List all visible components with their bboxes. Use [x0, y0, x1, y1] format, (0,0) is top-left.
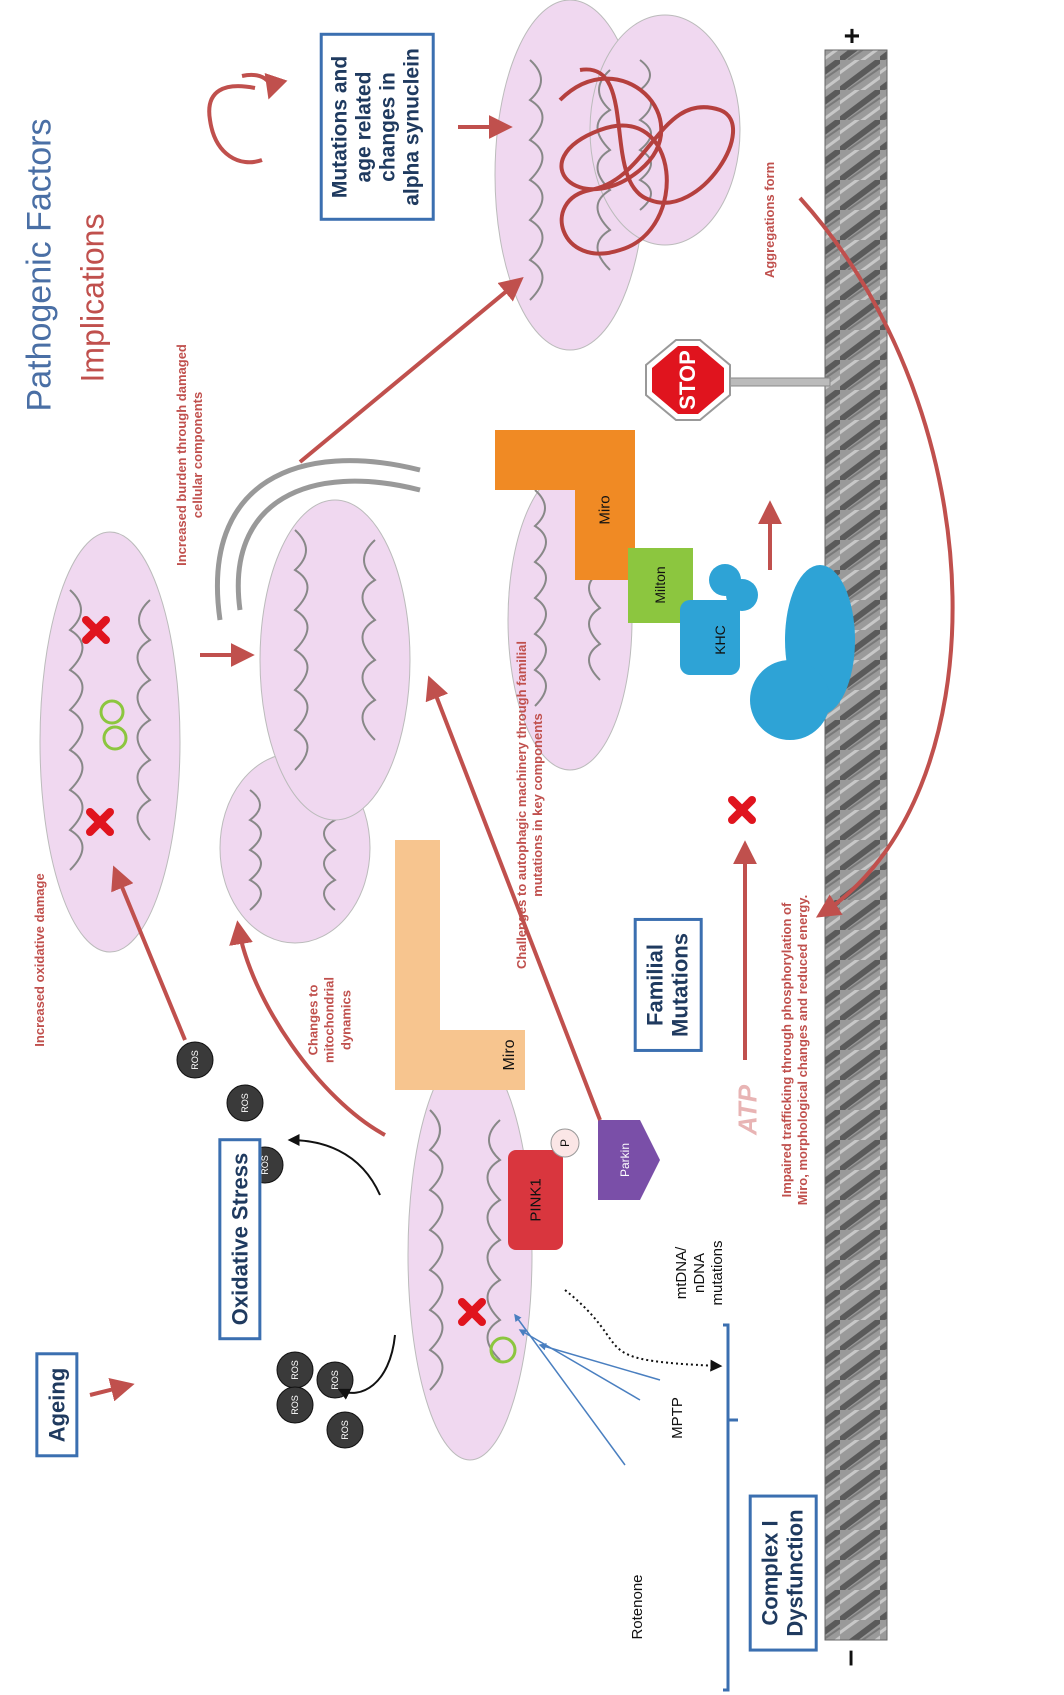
dynamics-line3: dynamics	[338, 977, 354, 1063]
ros-label: ROS	[330, 1370, 340, 1390]
mtdna-line2: nDNA	[691, 1240, 709, 1305]
trafficking-line2: Miro, morphological changes and reduced …	[795, 895, 811, 1205]
ros-label: ROS	[340, 1420, 350, 1440]
burden-line1: Increased burden through damaged	[174, 344, 190, 566]
mitochondrion-source	[408, 1050, 532, 1460]
familial-mutations-box[interactable]: Familial Mutations	[634, 918, 703, 1052]
alpha-line3: changes in	[377, 48, 401, 206]
ros-label: ROS	[290, 1395, 300, 1415]
rotenone-label: Rotenone	[629, 1574, 647, 1639]
microtubule-rope	[825, 50, 887, 1640]
subtitle: Implications	[75, 214, 112, 383]
complex1-box[interactable]: Complex I Dysfunction	[749, 1494, 818, 1651]
aggregations-annotation: Aggregations form	[762, 162, 778, 278]
oxidative-stress-box[interactable]: Oxidative Stress	[218, 1138, 261, 1340]
complex1-bracket	[723, 1325, 728, 1690]
mitochondria-aggregated	[495, 0, 740, 350]
burden-line2: cellular components	[190, 344, 206, 566]
dynamics-line1: Changes to	[306, 977, 322, 1063]
mtdna-line3: mutations	[709, 1240, 727, 1305]
dynamics-annotation: Changes to mitochondrial dynamics	[306, 977, 355, 1063]
familial-line2: Mutations	[668, 933, 693, 1037]
dynamics-line2: mitochondrial	[322, 977, 338, 1063]
ros-label: ROS	[290, 1360, 300, 1380]
complex1-line2: Dysfunction	[783, 1509, 808, 1636]
oxidative-damage-annotation: Increased oxidative damage	[32, 873, 48, 1046]
mptp-label: MPTP	[669, 1397, 687, 1439]
miro-faded-label: Miro	[501, 1039, 519, 1070]
autophagic-line1: Challenges to autophagic machinery throu…	[514, 641, 530, 969]
mitochondrion-engulfed	[260, 500, 410, 820]
burden-annotation: Increased burden through damaged cellula…	[174, 344, 207, 566]
trafficking-annotation: Impaired trafficking through phosphoryla…	[779, 895, 812, 1205]
alpha-line2: age related	[353, 48, 377, 206]
stop-label: STOP	[675, 350, 701, 410]
atp-label: ATP	[733, 1085, 764, 1135]
autophagic-line2: mutations in key components	[530, 641, 546, 969]
ageing-box[interactable]: Ageing	[35, 1353, 78, 1458]
stop-sign-icon	[646, 340, 830, 420]
phosphate-label: P	[558, 1139, 572, 1147]
parkin-label: Parkin	[618, 1143, 632, 1177]
milton-label: Milton	[652, 566, 668, 603]
khc-label: KHC	[712, 625, 728, 655]
mtdna-line1: mtDNA/	[673, 1240, 691, 1305]
ros-label: ROS	[260, 1155, 270, 1175]
miro-label: Miro	[597, 495, 614, 524]
minus-end-label: –	[833, 1650, 867, 1667]
pink1-label: PINK1	[528, 1178, 545, 1221]
trafficking-line1: Impaired trafficking through phosphoryla…	[779, 895, 795, 1205]
plus-end-label: +	[836, 28, 868, 44]
mtdna-label: mtDNA/ nDNA mutations	[673, 1240, 727, 1305]
handwritten-c	[209, 86, 262, 162]
familial-line1: Familial	[643, 933, 668, 1037]
autophagic-annotation: Challenges to autophagic machinery throu…	[514, 641, 547, 969]
ros-label: ROS	[190, 1050, 200, 1070]
alpha-synuclein-box[interactable]: Mutations and age related changes in alp…	[320, 33, 435, 221]
alpha-line4: alpha synuclein	[401, 48, 425, 206]
complex1-line1: Complex I	[758, 1509, 783, 1636]
title: Pathogenic Factors	[21, 119, 60, 412]
mitochondrion-damaged	[40, 532, 180, 952]
alpha-line1: Mutations and	[329, 48, 353, 206]
ros-label: ROS	[240, 1093, 250, 1113]
